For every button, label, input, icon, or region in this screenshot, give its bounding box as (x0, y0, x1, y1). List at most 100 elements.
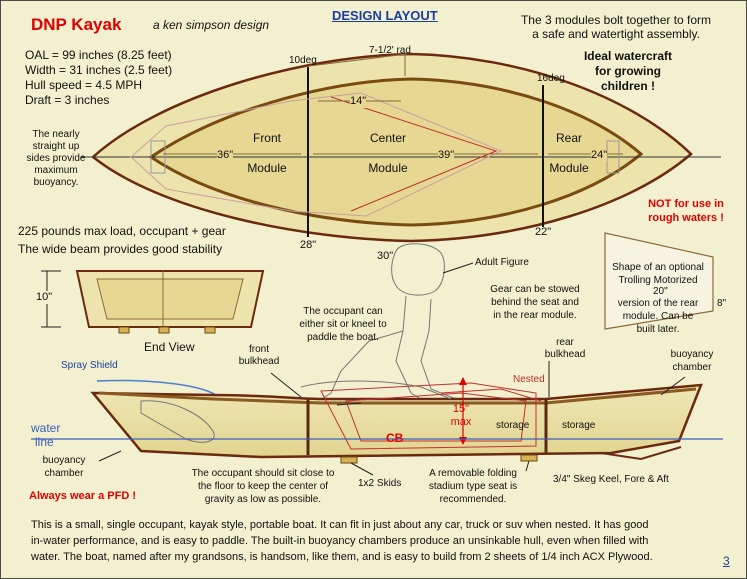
dim-24: 24" (591, 149, 608, 162)
description-line-1: This is a small, single occupant, kayak … (31, 519, 649, 531)
motor-note-4: module. Can be (622, 311, 694, 322)
kayak-title: DNP Kayak (31, 15, 122, 34)
dim-39: 39" (438, 149, 455, 162)
top-view (81, 52, 721, 243)
spec-hull-speed: Hull speed = 4.5 MPH (25, 78, 143, 92)
water-label-2: line (35, 435, 54, 449)
end-view-skid-1 (118, 326, 130, 334)
buoyancy-right-1: buoyancy (670, 349, 714, 360)
dim-14: 14" (350, 95, 367, 108)
end-view-label: End View (144, 340, 195, 354)
occupant-note-3: paddle the boat. (307, 332, 379, 343)
occupant-sit-3: gravity as low as possible. (204, 494, 322, 505)
ideal-note-line-2: for growing (595, 64, 661, 78)
gear-note-3: in the rear module. (493, 310, 577, 321)
nested-label: Nested (513, 374, 545, 385)
removable-seat-3: recommended. (439, 494, 507, 505)
center-module-label-2: Module (368, 161, 408, 175)
skeg-label: 3/4" Skeg Keel, Fore & Aft (553, 474, 669, 485)
ideal-note-line-3: children ! (600, 79, 655, 93)
storage-label-1: storage (496, 420, 530, 431)
ideal-note-line-1: Ideal watercraft (583, 49, 673, 63)
occupant-sit-2: the floor to keep the center of (197, 481, 329, 492)
cb-label: CB (386, 431, 404, 445)
load-note: 225 pounds max load, occupant + gear (18, 224, 226, 238)
max-height-1: 15" (452, 403, 470, 415)
front-bulkhead-label-1: front (248, 344, 269, 355)
top-view-inner-gunwale (148, 77, 644, 227)
motor-note-2: Trolling Motorized (618, 275, 698, 286)
page-number: 3 (723, 554, 730, 568)
dim-36: 36" (217, 149, 234, 162)
skeg-keel (600, 446, 682, 461)
modules-note-line-1: The 3 modules bolt together to form (520, 13, 712, 27)
rear-bulkhead-label-1: rear (556, 337, 574, 348)
end-view-skid-3 (204, 326, 216, 334)
sheer-line (98, 387, 697, 405)
occupant-note-2: either sit or kneel to (299, 319, 387, 330)
rough-warning-1: NOT for use in (648, 198, 724, 210)
sides-note-3: sides provide (26, 153, 86, 164)
motor-dim-top: 20" (653, 286, 668, 297)
front-bulkhead-label-2: bulkhead (238, 356, 280, 367)
bow-block (150, 140, 166, 174)
removable-seat-2: stadium type seat is (428, 481, 518, 492)
spec-oal: OAL = 99 inches (8.25 feet) (25, 48, 172, 62)
occupant-note-1: The occupant can (303, 306, 383, 317)
storage-label-2: storage (562, 420, 596, 431)
dim-28: 28" (300, 239, 317, 251)
rough-warning-2: rough waters ! (648, 212, 724, 224)
rear-module-label-1: Rear (555, 131, 582, 145)
description-line-2: in-water performance, and is easy to pad… (31, 535, 649, 547)
rear-module-label-2: Module (549, 161, 589, 175)
removable-seat-1: A removable folding (429, 468, 517, 479)
sides-note-2: straight up (32, 141, 80, 152)
sides-note-1: The nearly (32, 129, 80, 140)
motor-note-1: Shape of an optional (612, 262, 704, 273)
beam-note: The wide beam provides good stability (18, 242, 223, 256)
modules-note-line-2: a safe and watertight assembly. (532, 27, 700, 41)
buoyancy-left-1: buoyancy (42, 455, 86, 466)
center-module-label-1: Center (369, 131, 407, 145)
pfd-warning: Always wear a PFD ! (29, 490, 136, 502)
end-view-skid-2 (158, 326, 170, 334)
rear-bulkhead-label-2: bulkhead (544, 349, 586, 360)
front-module-label-1: Front (252, 131, 281, 145)
gear-note-2: behind the seat and (491, 297, 579, 308)
nested-outline (130, 92, 503, 217)
nested-outline-red (330, 96, 498, 212)
adult-figure-label: Adult Figure (475, 257, 529, 268)
sides-note-4: maximum (34, 165, 78, 176)
front-module-label-2: Module (247, 161, 287, 175)
end-view-inner (96, 278, 244, 320)
skids-label: 1x2 Skids (358, 478, 402, 489)
angle-front: 10deg (289, 55, 317, 66)
spec-width: Width = 31 inches (2.5 feet) (25, 63, 173, 77)
end-view-height: 10" (36, 291, 53, 304)
leader-lines (98, 262, 686, 476)
dim-22: 22" (535, 226, 552, 238)
side-view (31, 377, 723, 464)
occupant-sit-1: The occupant should sit close to (191, 468, 335, 479)
radius-label: 7-1/2' rad (369, 45, 411, 56)
max-height-2: max (450, 416, 472, 428)
spec-draft: Draft = 3 inches (25, 93, 110, 107)
sides-note-5: buoyancy. (33, 177, 79, 188)
skid-2 (520, 454, 538, 462)
designer-credit: a ken simpson design (153, 18, 270, 32)
end-view (41, 270, 265, 334)
motor-module-shape (604, 232, 714, 330)
motor-dim-right: 8" (717, 298, 727, 309)
angle-rear: 16deg (537, 73, 565, 84)
buoyancy-right-2: chamber (672, 362, 712, 373)
gear-note-1: Gear can be stowed (490, 284, 580, 295)
design-layout-title: DESIGN LAYOUT (332, 8, 438, 23)
spray-shield-label: Spray Shield (61, 360, 118, 371)
motor-note-5: built later. (636, 324, 680, 335)
buoyancy-left-2: chamber (44, 468, 84, 479)
spray-shield (96, 379, 217, 396)
motor-note-3: version of the rear (617, 298, 699, 309)
water-label-1: water (31, 421, 61, 435)
